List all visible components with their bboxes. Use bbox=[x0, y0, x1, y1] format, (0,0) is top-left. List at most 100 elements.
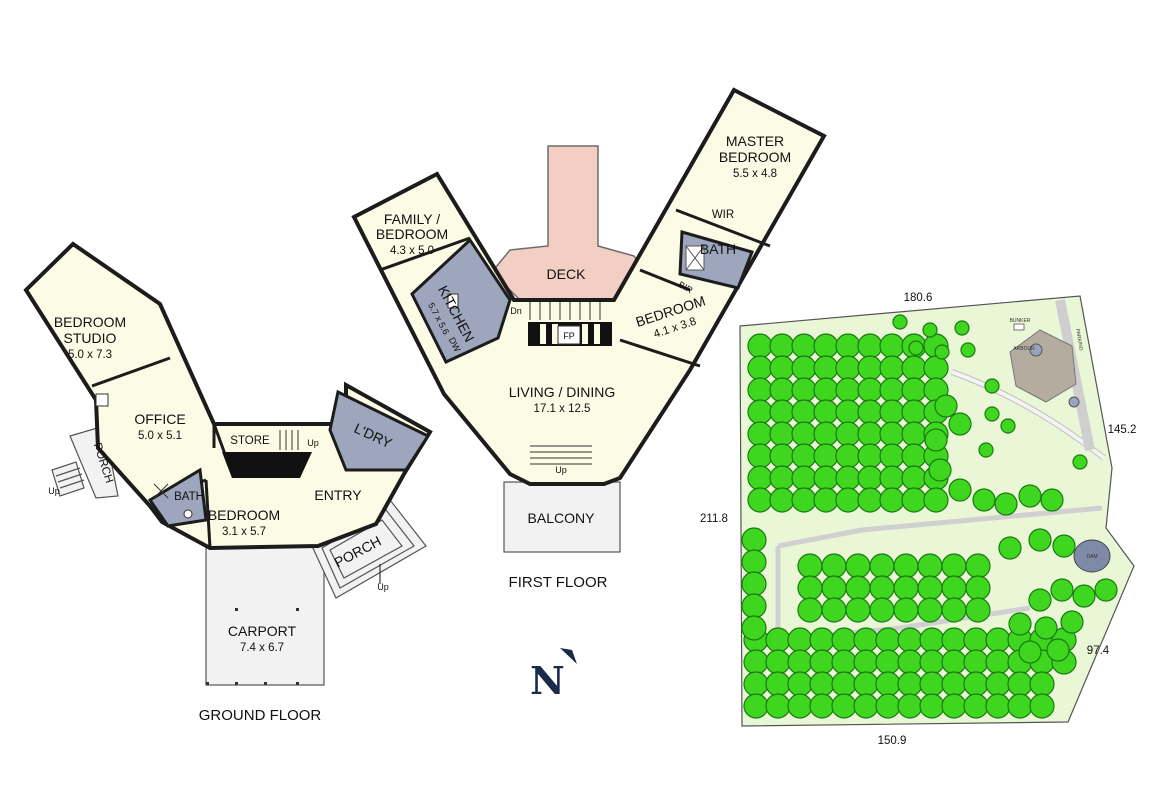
tree-icon bbox=[857, 465, 883, 491]
tree-icon bbox=[901, 465, 927, 491]
tree-icon bbox=[809, 693, 835, 719]
tree-icon bbox=[747, 377, 773, 403]
dam-icon bbox=[1073, 539, 1111, 573]
tree-icon bbox=[797, 553, 823, 579]
tree-icon bbox=[893, 597, 919, 623]
tree-icon bbox=[1029, 693, 1055, 719]
kitchen-area bbox=[410, 237, 512, 364]
ground-floor-outline bbox=[23, 241, 433, 551]
tree-icon bbox=[813, 487, 839, 513]
tree-icon bbox=[879, 377, 905, 403]
master-bedroom-size: 5.5 x 4.8 bbox=[733, 168, 777, 180]
ground-bedroom-label: BEDROOM bbox=[208, 507, 280, 523]
tree-icon bbox=[994, 492, 1018, 516]
carport-slab bbox=[205, 546, 325, 686]
tree-icon bbox=[747, 487, 773, 513]
tree-icon bbox=[869, 597, 895, 623]
tree-icon bbox=[1008, 612, 1032, 636]
tree-icon bbox=[965, 553, 991, 579]
tree-icon bbox=[769, 399, 795, 425]
dimension-bottom: 150.9 bbox=[878, 735, 907, 747]
dimension-right-upper: 145.2 bbox=[1108, 424, 1137, 436]
tree-icon bbox=[1018, 640, 1042, 664]
tree-icon bbox=[813, 399, 839, 425]
first-floor-title: FIRST FLOOR bbox=[509, 574, 608, 591]
tree-icon bbox=[1072, 454, 1088, 470]
master-bedroom-label-2: BEDROOM bbox=[719, 149, 791, 165]
tree-icon bbox=[892, 314, 908, 330]
tree-icon bbox=[941, 575, 967, 601]
tree-icon bbox=[831, 627, 857, 653]
tree-icon bbox=[1052, 534, 1076, 558]
carport-label: CARPORT bbox=[228, 623, 297, 639]
ground-floor-title: GROUND FLOOR bbox=[199, 707, 322, 724]
tree-icon bbox=[875, 649, 901, 675]
tree-icon bbox=[928, 458, 952, 482]
tree-icon bbox=[984, 378, 1000, 394]
family-bedroom-label-2: BEDROOM bbox=[376, 226, 448, 242]
tree-icon bbox=[965, 575, 991, 601]
tree-icon bbox=[901, 421, 927, 447]
tree-icon bbox=[821, 553, 847, 579]
tree-icon bbox=[769, 377, 795, 403]
tree-icon bbox=[787, 671, 813, 697]
tree-icon bbox=[813, 421, 839, 447]
office-label: OFFICE bbox=[134, 411, 185, 427]
bedroom-studio-size: 5.0 x 7.3 bbox=[68, 349, 112, 361]
wir-label: WIR bbox=[712, 209, 734, 221]
tree-icon bbox=[897, 693, 923, 719]
tree-icon bbox=[879, 465, 905, 491]
tree-icon bbox=[809, 649, 835, 675]
tree-icon bbox=[741, 571, 767, 597]
tree-icon bbox=[835, 487, 861, 513]
tree-icon bbox=[985, 627, 1011, 653]
first-floor-outline bbox=[351, 87, 827, 486]
north-arrow-icon bbox=[560, 648, 577, 664]
laundry-area bbox=[328, 389, 431, 472]
tree-icon bbox=[948, 478, 972, 502]
tree-icon bbox=[919, 671, 945, 697]
tree-icon bbox=[941, 671, 967, 697]
tree-icon bbox=[875, 627, 901, 653]
balcony-label: BALCONY bbox=[528, 510, 596, 526]
tree-icon bbox=[934, 394, 958, 418]
tree-icon bbox=[797, 575, 823, 601]
tree-icon bbox=[917, 575, 943, 601]
tree-icon bbox=[797, 597, 823, 623]
tree-icon bbox=[791, 377, 817, 403]
tree-icon bbox=[791, 443, 817, 469]
tree-icon bbox=[923, 355, 949, 381]
carport-size: 7.4 x 6.7 bbox=[240, 642, 284, 654]
tree-icon bbox=[1000, 418, 1016, 434]
tree-icon bbox=[747, 355, 773, 381]
tree-icon bbox=[835, 465, 861, 491]
tree-icon bbox=[813, 443, 839, 469]
tree-icon bbox=[919, 693, 945, 719]
tree-icon bbox=[831, 671, 857, 697]
tree-icon bbox=[1028, 588, 1052, 612]
tree-canopy bbox=[741, 314, 1118, 719]
tree-icon bbox=[1007, 693, 1033, 719]
tree-icon bbox=[765, 627, 791, 653]
tree-icon bbox=[948, 412, 972, 436]
tree-icon bbox=[835, 421, 861, 447]
tree-icon bbox=[919, 627, 945, 653]
tree-icon bbox=[897, 627, 923, 653]
tree-icon bbox=[901, 377, 927, 403]
tree-icon bbox=[965, 597, 991, 623]
dimension-right-lower: 97.4 bbox=[1087, 645, 1110, 657]
tree-icon bbox=[809, 627, 835, 653]
tree-icon bbox=[831, 693, 857, 719]
tree-icon bbox=[1060, 610, 1084, 634]
tree-icon bbox=[1072, 584, 1096, 608]
first-bath-label: BATH bbox=[700, 241, 736, 257]
tree-icon bbox=[787, 649, 813, 675]
deck-label: DECK bbox=[547, 266, 587, 282]
tree-icon bbox=[923, 487, 949, 513]
tree-icon bbox=[941, 649, 967, 675]
tree-icon bbox=[743, 649, 769, 675]
tree-icon bbox=[879, 355, 905, 381]
tree-icon bbox=[963, 671, 989, 697]
tree-icon bbox=[813, 465, 839, 491]
